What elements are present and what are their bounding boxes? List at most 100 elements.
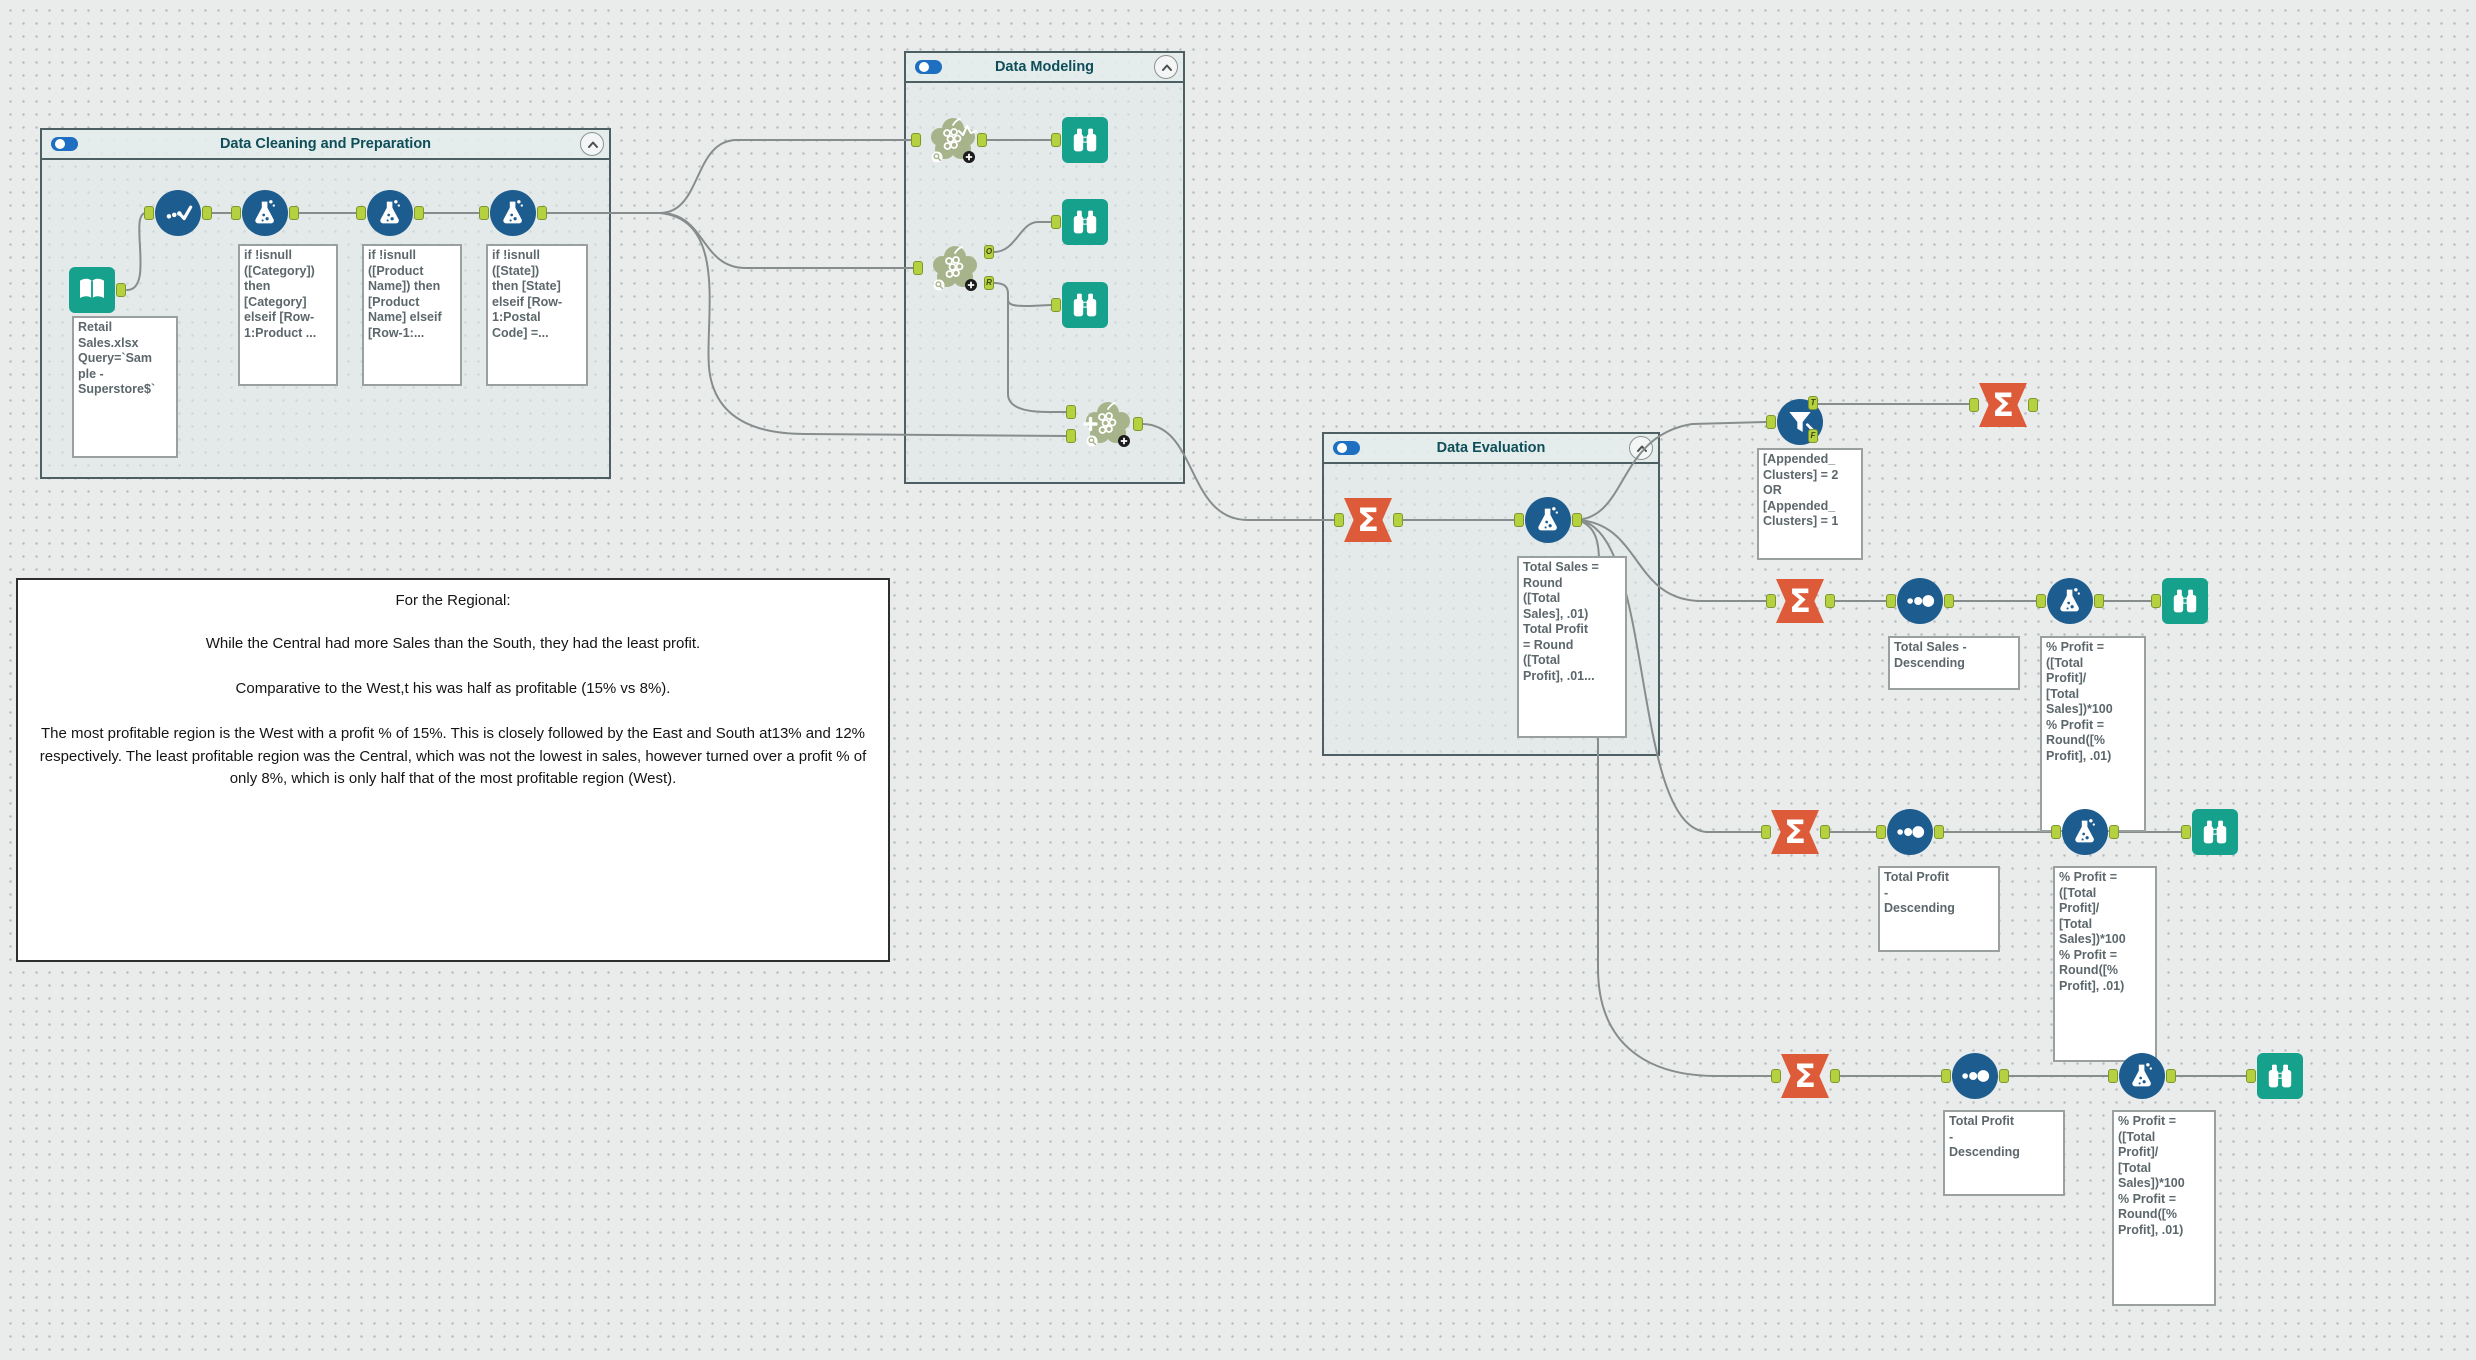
sigma-glyph: Σ	[1794, 1057, 1816, 1095]
browse-tool[interactable]	[1062, 282, 1108, 328]
toggle-knob	[55, 139, 65, 149]
sigma-glyph: Σ	[1357, 501, 1379, 539]
input-anchor	[1766, 415, 1776, 429]
output-anchor	[289, 206, 299, 220]
sort-dots-icon	[1904, 585, 1936, 617]
browse-tool[interactable]	[2162, 578, 2208, 624]
container-enabled-toggle[interactable]	[915, 60, 942, 74]
annotation-formula-product[interactable]: if !isnull ([Product Name]) then [Produc…	[362, 244, 462, 386]
binoculars-icon	[1069, 289, 1101, 321]
container-title: Data Modeling	[994, 59, 1095, 75]
input-anchor	[2051, 825, 2061, 839]
output-anchor	[2094, 594, 2104, 608]
input-anchor	[1514, 513, 1524, 527]
input-anchor	[1761, 825, 1771, 839]
container-title: Data Evaluation	[1436, 440, 1546, 456]
flask-icon	[497, 197, 529, 229]
collapse-button[interactable]	[1154, 55, 1178, 79]
comment-body: While the Central had more Sales than th…	[39, 635, 867, 787]
output-anchor	[1133, 417, 1143, 431]
browse-tool[interactable]	[1062, 117, 1108, 163]
input-anchor	[2246, 1069, 2256, 1083]
flask-icon	[249, 197, 281, 229]
sort-tool-profit[interactable]	[1887, 809, 1933, 855]
annotation-pct-profit[interactable]: % Profit = ([Total Profit]/ [Total Sales…	[2053, 866, 2157, 1062]
annotation-pct-profit[interactable]: % Profit = ([Total Profit]/ [Total Sales…	[2040, 636, 2146, 832]
sort-dots-icon	[1894, 816, 1926, 848]
k-centroids-diagnostics-tool[interactable]	[926, 113, 980, 167]
output-anchor-true: T	[1808, 396, 1818, 410]
annotation-formula-category[interactable]: if !isnull ([Category]) then [Category] …	[238, 244, 338, 386]
browse-tool[interactable]	[2257, 1053, 2303, 1099]
grapes-pulse-icon	[926, 113, 980, 167]
input-anchor	[1771, 1069, 1781, 1083]
book-icon	[76, 274, 108, 306]
formula-tool-product[interactable]	[367, 190, 413, 236]
browse-tool[interactable]	[1062, 199, 1108, 245]
input-anchor	[479, 206, 489, 220]
container-enabled-toggle[interactable]	[1333, 441, 1360, 455]
output-anchor-o: O	[984, 245, 994, 259]
output-anchor	[2109, 825, 2119, 839]
flask-icon	[2126, 1060, 2158, 1092]
grapes-icon	[928, 241, 982, 295]
annotation-eval-formula[interactable]: Total Sales = Round ([Total Sales], .01)…	[1517, 556, 1627, 738]
input-anchor	[2108, 1069, 2118, 1083]
flask-icon	[2054, 585, 2086, 617]
browse-tool[interactable]	[2192, 809, 2238, 855]
annotation-sort-sales[interactable]: Total Sales - Descending	[1888, 636, 2020, 690]
output-anchor	[977, 133, 987, 147]
formula-tool-pct-profit[interactable]	[2047, 578, 2093, 624]
annotation-filter[interactable]: [Appended_ Clusters] = 2 OR [Appended_ C…	[1757, 448, 1863, 560]
formula-tool-pct-profit[interactable]	[2119, 1053, 2165, 1099]
formula-tool-totals[interactable]	[1525, 497, 1571, 543]
collapse-button[interactable]	[1629, 436, 1653, 460]
input-anchor	[1766, 594, 1776, 608]
k-centroids-cluster-tool[interactable]	[928, 241, 982, 295]
toggle-knob	[1337, 443, 1347, 453]
port-letter: O	[985, 247, 993, 256]
flask-icon	[374, 197, 406, 229]
binoculars-icon	[2169, 585, 2201, 617]
input-anchor	[1051, 298, 1061, 312]
input-anchor	[913, 261, 923, 275]
input-anchor	[2181, 825, 2191, 839]
port-letter: T	[1810, 398, 1816, 407]
input-data-tool[interactable]	[69, 267, 115, 313]
input-anchor	[2036, 594, 2046, 608]
output-anchor	[1825, 594, 1835, 608]
sort-tool-profit[interactable]	[1952, 1053, 1998, 1099]
output-anchor	[1820, 825, 1830, 839]
comment-box[interactable]: For the Regional: While the Central had …	[16, 578, 890, 962]
input-anchor	[144, 206, 154, 220]
sort-tool-sales[interactable]	[1897, 578, 1943, 624]
append-cluster-tool[interactable]	[1081, 397, 1135, 451]
annotation-pct-profit[interactable]: % Profit = ([Total Profit]/ [Total Sales…	[2112, 1110, 2216, 1306]
container-data-modeling-header: Data Modeling	[906, 53, 1183, 83]
output-anchor	[116, 283, 126, 297]
input-anchor	[1066, 405, 1076, 419]
collapse-button[interactable]	[580, 132, 604, 156]
annotation-input[interactable]: Retail Sales.xlsx Query=`Sam ple - Super…	[72, 316, 178, 458]
sigma-glyph: Σ	[1992, 386, 2014, 424]
comment-title: For the Regional:	[395, 592, 511, 609]
input-anchor	[1051, 133, 1061, 147]
annotation-sort-profit[interactable]: Total Profit - Descending	[1878, 866, 2000, 952]
annotation-sort-profit[interactable]: Total Profit - Descending	[1943, 1110, 2065, 1196]
port-letter: R	[986, 278, 992, 287]
formula-tool-state[interactable]	[490, 190, 536, 236]
flask-icon	[2069, 816, 2101, 848]
formula-tool-pct-profit[interactable]	[2062, 809, 2108, 855]
formula-tool-category[interactable]	[242, 190, 288, 236]
input-anchor	[231, 206, 241, 220]
annotation-formula-state[interactable]: if !isnull ([State]) then [State] elseif…	[486, 244, 588, 386]
input-anchor	[911, 133, 921, 147]
container-enabled-toggle[interactable]	[51, 137, 78, 151]
input-anchor	[1334, 513, 1344, 527]
summarize-tool[interactable]: Σ	[1344, 498, 1392, 542]
input-anchor	[1886, 594, 1896, 608]
output-anchor	[1572, 513, 1582, 527]
data-cleansing-tool[interactable]	[155, 190, 201, 236]
